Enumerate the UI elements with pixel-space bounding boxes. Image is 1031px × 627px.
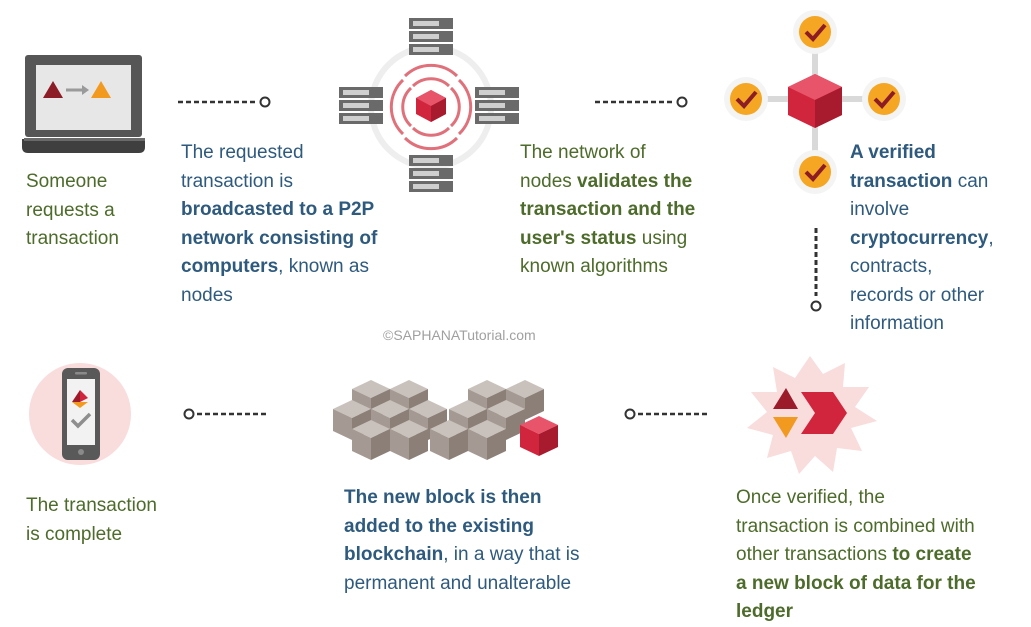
text-line: transaction is <box>181 170 293 192</box>
text-line: records or other <box>850 284 985 306</box>
step-1-description: Someone requests a transaction <box>26 168 166 254</box>
p2p-network-broadcast-icon <box>333 14 533 200</box>
smartphone-complete-icon <box>28 362 132 466</box>
connector-dotted-line <box>183 408 267 420</box>
text-line: nodes <box>181 284 233 306</box>
text-line: transaction can <box>850 168 1030 197</box>
step-7-description: The transaction is complete <box>26 492 186 549</box>
step-6-description: The new block is then added to the exist… <box>344 484 624 598</box>
laptop-transaction-icon <box>22 52 147 157</box>
highlight-text: added to the existing <box>344 515 535 537</box>
step-4-description: A verified transaction can involve crypt… <box>850 139 1030 339</box>
connector-dotted-line <box>178 96 274 108</box>
text-line: contracts, <box>850 256 933 277</box>
text-line: known algorithms <box>520 256 668 277</box>
highlight-text: The new block is then <box>344 487 542 508</box>
highlight-text: blockchain <box>344 544 444 565</box>
text-line: The new block is then <box>344 484 624 513</box>
new-block-logo-icon <box>737 354 883 476</box>
text-line: information <box>850 313 944 334</box>
highlight-text: network consisting of <box>181 227 378 249</box>
text-line: user's status using <box>520 225 740 254</box>
text-line: involve <box>850 199 910 220</box>
nodes-validation-icon <box>718 8 912 198</box>
text-line: nodes validates the <box>520 168 740 197</box>
text-fragment: nodes <box>520 170 578 192</box>
highlight-text: computers <box>181 256 279 277</box>
highlight-text: validates the <box>577 170 693 192</box>
highlight-text: A verified <box>850 142 936 163</box>
text-fragment: can <box>952 170 989 192</box>
text-fragment: , known as <box>278 256 369 277</box>
text-line: cryptocurrency, <box>850 225 1030 254</box>
highlight-text: to create <box>892 544 972 565</box>
text-line: transaction and the <box>520 196 740 225</box>
text-line: broadcasted to a P2P <box>181 196 421 225</box>
text-line: permanent and unalterable <box>344 572 572 594</box>
text-line: other transactions to create <box>736 541 1028 570</box>
text-fragment: , in a way that is <box>443 544 580 565</box>
text-fragment: other transactions <box>736 544 893 565</box>
text-line: is complete <box>26 523 123 545</box>
highlight-text: a new block of data for the <box>736 572 976 594</box>
highlight-text: user's status <box>520 227 637 249</box>
text-line: network consisting of <box>181 225 421 254</box>
highlight-text: ledger <box>736 601 794 622</box>
text-line: ledger <box>736 598 1028 627</box>
text-line: transaction <box>26 228 119 249</box>
blockchain-cubes-icon <box>330 380 562 462</box>
text-fragment: using <box>636 227 688 249</box>
text-line: A verified <box>850 139 1030 168</box>
text-line: The network of <box>520 142 646 163</box>
highlight-text: transaction <box>850 170 953 192</box>
connector-dotted-line-vertical <box>808 228 824 314</box>
text-line: requests a <box>26 199 115 221</box>
highlight-text: cryptocurrency <box>850 227 989 249</box>
watermark: ©SAPHANATutorial.com <box>383 327 536 343</box>
step-3-description: The network of nodes validates the trans… <box>520 139 740 282</box>
text-line: Someone <box>26 171 108 192</box>
highlight-text: transaction and the <box>520 199 696 220</box>
connector-dotted-line <box>595 96 691 108</box>
text-line: transaction is combined with <box>736 515 975 537</box>
step-5-description: Once verified, the transaction is combin… <box>736 484 1028 627</box>
text-fragment: , <box>988 227 994 249</box>
step-2-description: The requested transaction is broadcasted… <box>181 139 421 310</box>
text-line: Once verified, the <box>736 487 885 508</box>
connector-dotted-line <box>624 408 708 420</box>
text-line: added to the existing <box>344 513 624 542</box>
text-line: The requested <box>181 142 304 163</box>
highlight-text: broadcasted to a P2P <box>181 199 375 220</box>
text-line: The transaction <box>26 495 157 516</box>
text-line: a new block of data for the <box>736 570 1028 599</box>
text-line: computers, known as <box>181 253 421 282</box>
text-line: blockchain, in a way that is <box>344 541 624 570</box>
